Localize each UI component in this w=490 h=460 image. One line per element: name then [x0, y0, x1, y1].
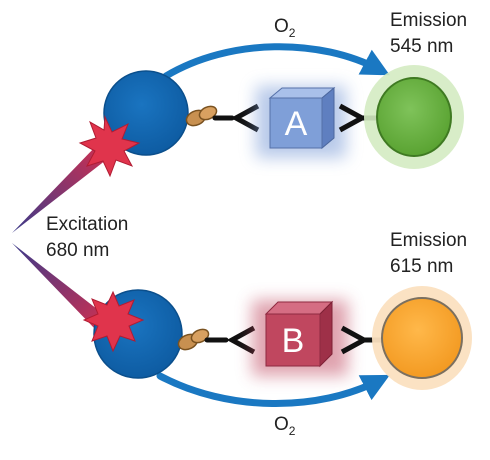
antibody-linker-top-icon — [185, 103, 260, 133]
excitation-label: Excitation 680 nm — [46, 214, 129, 261]
oxygen-label-bottom: O2 — [274, 414, 296, 438]
analyte-cube-a: A — [256, 86, 346, 158]
excitation-beam-bottom — [12, 243, 106, 330]
oxygen-arrow-bottom — [156, 372, 390, 407]
emission-label-top: Emission 545 nm — [390, 10, 468, 57]
donor-bead-top — [103, 70, 189, 156]
oxygen-arrow-top — [162, 43, 390, 80]
oxygen-label-top: O2 — [274, 16, 296, 40]
antibody-linker-bottom-icon — [177, 325, 256, 355]
cube-b-letter: B — [282, 322, 305, 360]
excitation-burst-bottom-icon — [82, 290, 145, 353]
excitation-beam-top — [12, 146, 106, 233]
acceptor-bead-orange — [381, 297, 463, 379]
emission-label-bottom: Emission 615 nm — [390, 230, 468, 277]
analyte-cube-b: B — [252, 300, 348, 376]
cube-a-letter: A — [285, 105, 308, 143]
excitation-burst-top-icon — [78, 115, 141, 178]
acceptor-bead-green — [376, 77, 452, 157]
